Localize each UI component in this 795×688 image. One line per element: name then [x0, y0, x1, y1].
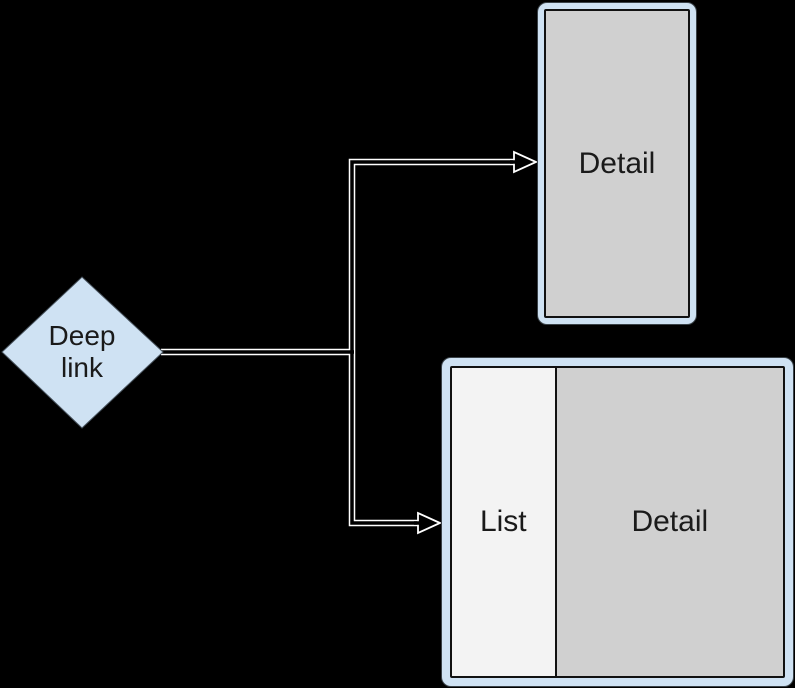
- deep-link-label: Deep link: [48, 320, 116, 383]
- detail-pane-label: Detail: [578, 146, 656, 180]
- list-pane-label: List: [479, 505, 527, 538]
- arrow-upper-branch-outline: [348, 158, 516, 352]
- detail-screen: Detail: [544, 9, 690, 318]
- detail-side-pane-label: Detail: [631, 505, 709, 538]
- arrow-upper-branch-core: [350, 160, 516, 352]
- arrow-lower-branch-core: [350, 352, 420, 525]
- detail-screen-frame: Detail: [537, 2, 697, 325]
- list-detail-screen: List Detail: [450, 366, 785, 678]
- arrow-cores: [161, 160, 516, 525]
- list-pane: List: [452, 368, 557, 676]
- list-detail-screen-frame: List Detail: [441, 357, 794, 687]
- detail-side-pane: Detail: [556, 368, 783, 676]
- arrow-lower-branch-outline: [348, 352, 420, 527]
- detail-pane: Detail: [546, 11, 688, 316]
- deep-link-diamond-node: [1, 276, 164, 429]
